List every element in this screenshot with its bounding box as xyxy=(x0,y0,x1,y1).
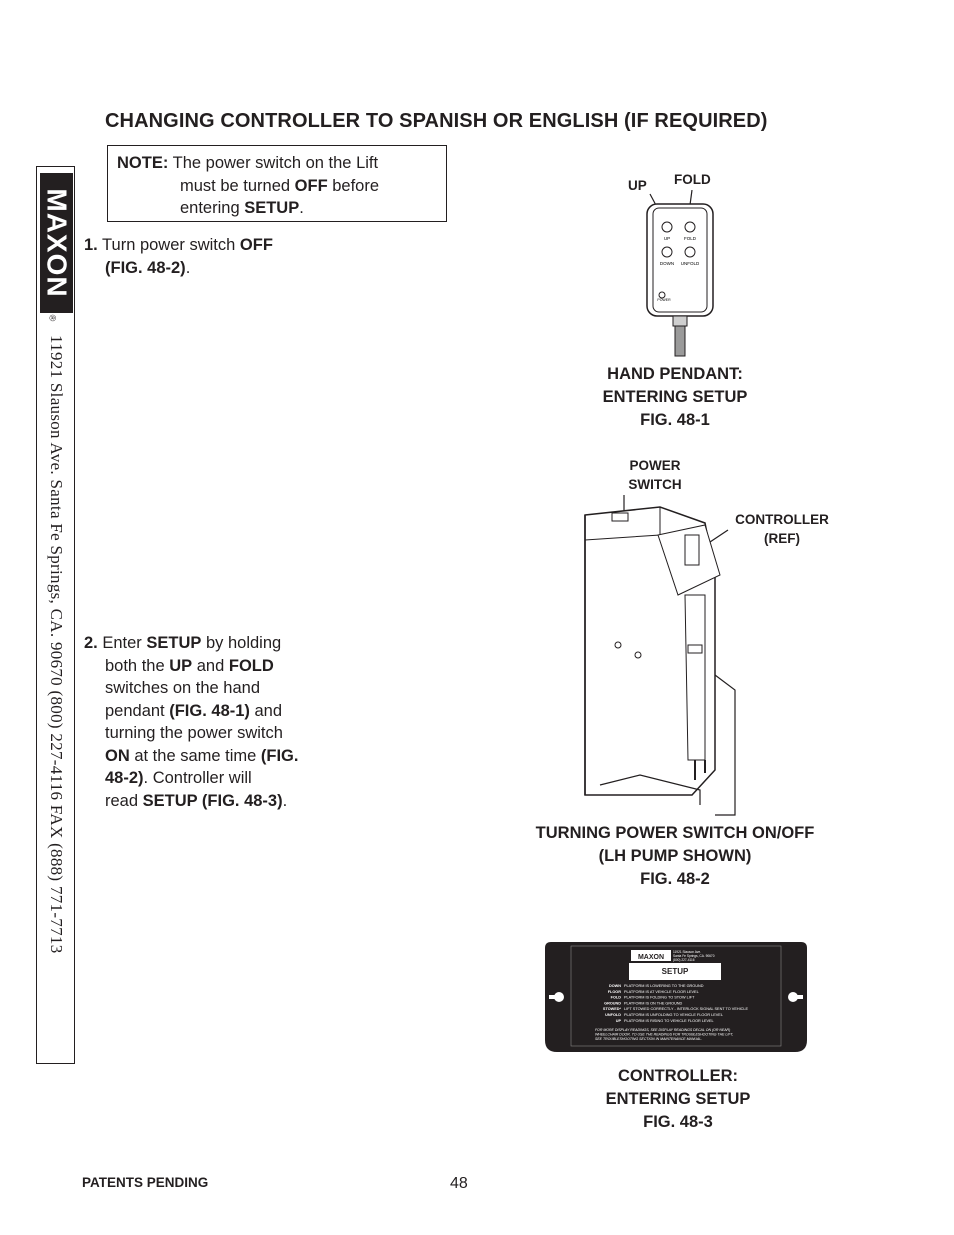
decal-row-desc: PLATFORM IS AT VEHICLE FLOOR LEVEL xyxy=(624,990,699,994)
fig1-caption: HAND PENDANT: ENTERING SETUP FIG. 48-1 xyxy=(575,363,775,432)
caption-line: TURNING POWER SWITCH ON/OFF xyxy=(535,824,815,842)
decal-row-key: STOWED* xyxy=(603,1007,622,1011)
pendant-down-text: DOWN xyxy=(660,261,674,266)
caption-line: HAND PENDANT: xyxy=(607,365,743,383)
step-2-text: at the same time xyxy=(129,746,261,765)
step-2: 2. Enter SETUP by holding both the UP an… xyxy=(84,632,298,812)
decal-row-key: GROUND xyxy=(604,1001,621,1005)
decal-row-desc: LIFT STOWED CORRECTLY - INTERLOCK SIGNAL… xyxy=(624,1007,749,1011)
step-1-bold: OFF xyxy=(239,236,273,254)
step-2-bold: SETUP xyxy=(146,634,202,652)
decal-row-desc: PLATFORM IS UNFOLDING TO VEHICLE FLOOR L… xyxy=(624,1013,723,1017)
hand-pendant-illustration: UP FOLD DOWN UNFOLD POWER xyxy=(646,190,714,357)
caption-line: FIG. 48-3 xyxy=(643,1113,713,1131)
step-1: 1. Turn power switch OFF (FIG. 48-2). xyxy=(84,234,273,279)
step-2-bold: UP xyxy=(169,656,193,675)
decal-row-key: UP xyxy=(616,1019,622,1023)
caption-line: (LH PUMP SHOWN) xyxy=(598,847,752,865)
step-2-text: turning the power switch xyxy=(105,724,283,742)
decal-display: SETUP xyxy=(662,967,689,976)
step-2-text: and xyxy=(192,656,229,675)
decal-logo: MAXON xyxy=(638,954,664,961)
logo-text: MAXON xyxy=(41,188,73,298)
step-2-text: pendant xyxy=(105,701,170,720)
controller-decal-illustration: MAXON 11921 Slauson Ave. Santa Fe Spring… xyxy=(545,942,807,1052)
note-label: NOTE: xyxy=(117,154,169,172)
fig2-controller-label: CONTROLLER (REF) xyxy=(722,510,842,548)
step-2-text: switches on the hand xyxy=(105,679,261,697)
label-line: SWITCH xyxy=(628,477,682,492)
fig1-fold-label: FOLD xyxy=(674,172,711,187)
caption-line: ENTERING SETUP xyxy=(605,1090,751,1108)
note-line-3-post: . xyxy=(299,199,304,217)
label-line: POWER xyxy=(629,458,681,473)
step-2-bold: 48-2) xyxy=(105,769,144,787)
decal-row-key: UNFOLD xyxy=(605,1013,621,1017)
company-address: 11921 Slauson Ave. Santa Fe Springs, CA.… xyxy=(41,335,71,1055)
step-2-bold: (FIG. xyxy=(260,746,299,765)
note-line-2-bold: OFF xyxy=(294,176,328,195)
caption-line: ENTERING SETUP xyxy=(602,388,748,406)
decal-row-key: FLOOR xyxy=(608,990,622,994)
step-1-fig-ref: (FIG. 48-2) xyxy=(105,258,186,277)
fig3-caption: CONTROLLER: ENTERING SETUP FIG. 48-3 xyxy=(578,1065,778,1134)
registered-mark: ® xyxy=(47,314,58,322)
fig2-power-switch-label: POWER SWITCH xyxy=(605,456,705,494)
fig2-caption: TURNING POWER SWITCH ON/OFF (LH PUMP SHO… xyxy=(520,822,830,891)
note-box: NOTE: The power switch on the Lift must … xyxy=(107,145,447,222)
label-line: CONTROLLER xyxy=(735,512,829,527)
step-2-bold: SETUP (FIG. 48-3) xyxy=(142,791,283,810)
step-2-text: both the xyxy=(105,656,170,675)
step-2-bold: FOLD xyxy=(228,656,274,675)
page-title: CHANGING CONTROLLER TO SPANISH OR ENGLIS… xyxy=(105,110,768,132)
step-2-bold: ON xyxy=(105,746,130,765)
fig1-up-label: UP xyxy=(628,178,647,193)
page-number: 48 xyxy=(450,1175,468,1192)
label-line: (REF) xyxy=(764,531,800,546)
pendant-fold-text: FOLD xyxy=(684,236,697,241)
note-line-3-bold: SETUP xyxy=(244,199,300,217)
decal-row-desc: PLATFORM IS ON THE GROUND xyxy=(624,1001,683,1005)
step-2-text: and xyxy=(249,701,283,720)
caption-line: FIG. 48-2 xyxy=(640,870,710,888)
decal-row-desc: PLATFORM IS RISING TO VEHICLE FLOOR LEVE… xyxy=(624,1019,714,1023)
step-2-bold: (FIG. 48-1) xyxy=(169,701,250,720)
step-2-text: Enter xyxy=(97,634,147,652)
pendant-power-text: POWER xyxy=(657,298,671,302)
decal-footnote-1: FOR MORE DISPLAY READINGS, SEE DISPLAY R… xyxy=(595,1028,730,1032)
address-text: 11921 Slauson Ave. Santa Fe Springs, CA.… xyxy=(47,335,66,954)
maxon-logo: MAXON xyxy=(40,173,73,313)
step-1-number: 1. xyxy=(84,236,98,254)
decal-row-key: DOWN xyxy=(609,984,621,988)
note-line-2-pre: must be turned xyxy=(180,176,295,195)
pump-enclosure-illustration xyxy=(584,495,736,816)
step-2-text: read xyxy=(105,791,143,810)
note-line-2-post: before xyxy=(327,176,380,195)
step-2-text: . xyxy=(282,791,288,810)
pendant-unfold-text: UNFOLD xyxy=(681,261,700,266)
note-line-3-pre: entering xyxy=(180,199,245,217)
caption-line: FIG. 48-1 xyxy=(640,411,710,429)
decal-footnote-2: WHEELCHAIR DOOR. TO USE THE READINGS FOR… xyxy=(595,1033,733,1037)
step-1-period: . xyxy=(185,258,191,277)
step-1-text: Turn power switch xyxy=(97,236,240,254)
decal-footnote-3: SEE TROUBLESHOOTING SECTION IN MAINTENAN… xyxy=(595,1037,702,1041)
decal-row-desc: PLATFORM IS FOLDING TO STOW LIFT xyxy=(624,996,695,1000)
step-2-number: 2. xyxy=(84,634,98,652)
patents-pending: PATENTS PENDING xyxy=(82,1175,209,1190)
decal-address-1: 11921 Slauson Ave. xyxy=(673,950,701,954)
sidebar-brand-strip: MAXON ® 11921 Slauson Ave. Santa Fe Spri… xyxy=(36,166,75,1064)
pendant-up-text: UP xyxy=(664,236,670,241)
step-2-text: by holding xyxy=(201,634,282,652)
caption-line: CONTROLLER: xyxy=(617,1067,739,1085)
decal-row-desc: PLATFORM IS LOWERING TO THE GROUND xyxy=(624,984,704,988)
step-2-text: . Controller will xyxy=(143,769,252,787)
note-line-1: The power switch on the Lift xyxy=(172,154,379,172)
decal-address-2: Santa Fe Springs, CA. 90670 xyxy=(673,954,715,958)
decal-row-key: FOLD xyxy=(611,996,622,1000)
decal-address-3: (800) 227-4116 xyxy=(673,958,695,962)
